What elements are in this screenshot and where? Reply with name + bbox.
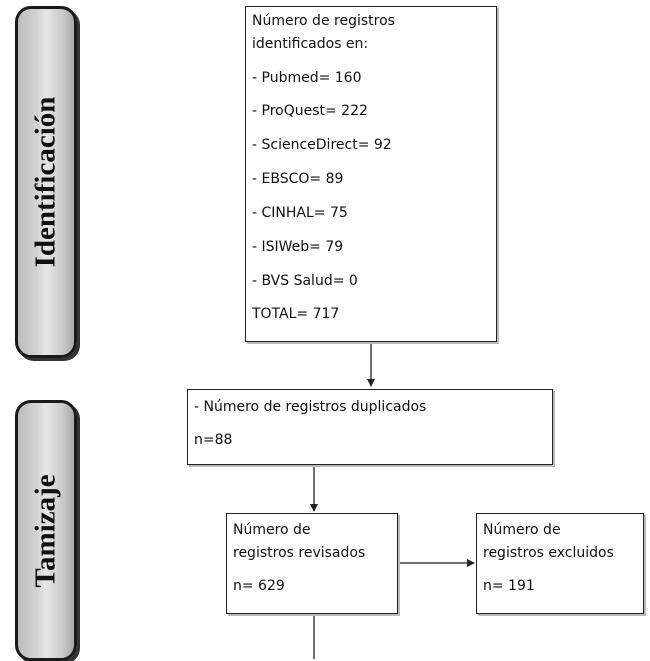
reviewed-count: n= 629 [233,578,285,594]
reviewed-records-box: Número de registros revisados n= 629 [226,513,398,614]
stage-label-identification: Identificación [15,6,77,358]
source-isiweb: - ISIWeb= 79 [252,239,344,255]
identified-title-line2: identificados en: [252,36,369,52]
excluded-count: n= 191 [483,578,535,594]
source-pubmed: - Pubmed= 160 [252,70,362,86]
source-bvs-salud: - BVS Salud= 0 [252,273,358,289]
duplicates-count: n=88 [194,432,233,448]
reviewed-line2: registros revisados [233,545,366,561]
duplicates-label: - Número de registros duplicados [194,399,427,415]
identified-title-line1: Número de registros [252,13,395,29]
source-ebsco: - EBSCO= 89 [252,171,344,187]
reviewed-line1: Número de [233,522,311,538]
identified-records-box: Número de registros identificados en: - … [245,6,497,342]
duplicates-box: - Número de registros duplicados n=88 [187,389,553,465]
stage-label-screening: Tamizaje [15,400,77,661]
source-cinhal: - CINHAL= 75 [252,205,348,221]
source-proquest: - ProQuest= 222 [252,103,368,119]
excluded-records-box: Número de registros excluidos n= 191 [476,513,644,614]
excluded-line1: Número de [483,522,561,538]
source-sciencedirect: - ScienceDirect= 92 [252,137,392,153]
identified-total: TOTAL= 717 [252,306,340,322]
excluded-line2: registros excluidos [483,545,614,561]
